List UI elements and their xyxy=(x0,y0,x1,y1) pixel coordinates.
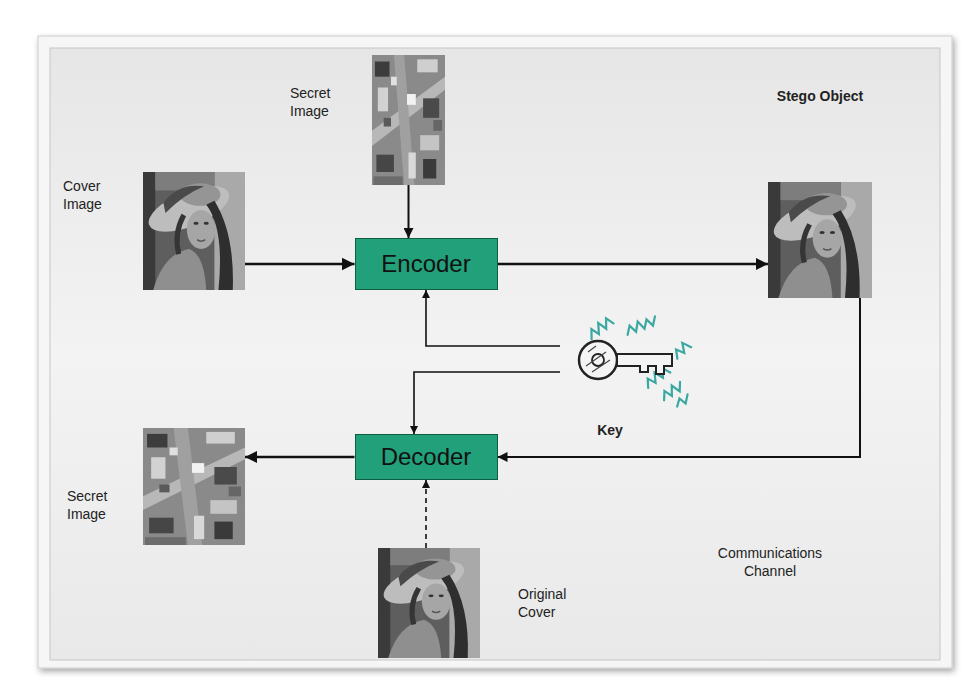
process-box: Decoder xyxy=(355,434,498,480)
image-label: Secret Image xyxy=(290,85,350,120)
image-node: Secret Image xyxy=(143,428,245,545)
image-label: Stego Object xyxy=(760,88,880,106)
connector xyxy=(245,456,355,458)
image-label: Key xyxy=(588,422,632,440)
secret-image-picture xyxy=(372,55,445,185)
connector xyxy=(245,263,355,266)
image-node: Original Cover xyxy=(378,548,480,658)
connector xyxy=(425,480,427,548)
image-label: Original Cover xyxy=(518,586,582,621)
image-node: Key xyxy=(560,318,700,410)
box-label: Decoder xyxy=(381,443,472,471)
recovered-image-picture xyxy=(143,428,245,545)
connector xyxy=(426,290,560,346)
connector xyxy=(414,372,560,434)
connector xyxy=(498,298,861,457)
image-label: Secret Image xyxy=(67,488,127,523)
image-node: Cover Image xyxy=(143,172,245,290)
image-illustrations xyxy=(143,55,872,658)
original-cover-picture xyxy=(378,548,480,658)
edge-label: Communications Channel xyxy=(700,545,840,580)
image-node: Stego Object xyxy=(768,182,872,298)
stego-image-picture xyxy=(768,182,872,298)
image-label: Cover Image xyxy=(63,178,123,213)
box-label: Encoder xyxy=(381,250,470,278)
key-icon xyxy=(579,315,691,406)
outer-frame xyxy=(38,36,952,668)
connector xyxy=(408,185,410,238)
cover-image-picture xyxy=(143,172,245,290)
connector xyxy=(498,263,769,265)
image-node: Secret Image xyxy=(372,55,445,185)
inner-panel xyxy=(50,48,940,660)
process-box: Encoder xyxy=(355,238,498,290)
